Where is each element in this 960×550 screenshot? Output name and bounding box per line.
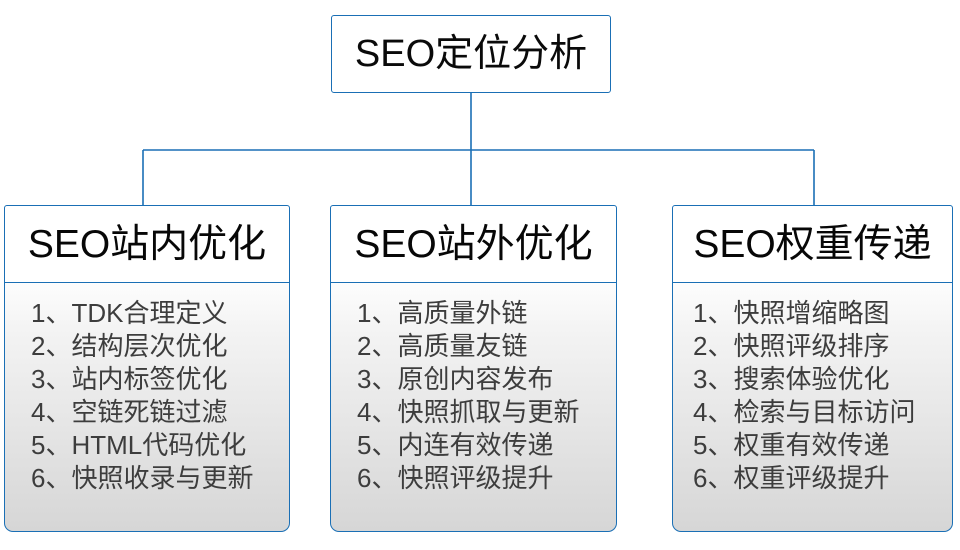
list-item: 3、原创内容发布 bbox=[357, 364, 554, 394]
branch-item-list-0: 1、TDK合理定义 2、结构层次优化 3、站内标签优化 4、空链死链过滤 5、H… bbox=[31, 297, 253, 495]
branch-column-seo-onsite: SEO站内优化 1、TDK合理定义 2、结构层次优化 3、站内标签优化 4、空链… bbox=[4, 205, 290, 532]
branch-header-label-0: SEO站内优化 bbox=[27, 222, 267, 266]
root-node: SEO定位分析 bbox=[331, 15, 611, 93]
branch-body-2: 1、快照增缩略图 2、快照评级排序 3、搜索体验优化 4、检索与目标访问 5、权… bbox=[672, 283, 953, 532]
branch-item-list-2: 1、快照增缩略图 2、快照评级排序 3、搜索体验优化 4、检索与目标访问 5、权… bbox=[693, 297, 915, 495]
list-item: 4、检索与目标访问 bbox=[693, 397, 916, 427]
list-item: 1、TDK合理定义 bbox=[31, 298, 228, 328]
list-item: 1、快照增缩略图 bbox=[693, 298, 890, 328]
list-item: 6、快照收录与更新 bbox=[31, 463, 254, 493]
list-item: 2、快照评级排序 bbox=[693, 331, 890, 361]
list-item: 6、权重评级提升 bbox=[693, 463, 890, 493]
branch-column-seo-weight-transfer: SEO权重传递 1、快照增缩略图 2、快照评级排序 3、搜索体验优化 4、检索与… bbox=[672, 205, 953, 532]
branch-header-label-2: SEO权重传递 bbox=[693, 222, 932, 266]
branch-header-1: SEO站外优化 bbox=[330, 205, 617, 283]
list-item: 4、空链死链过滤 bbox=[31, 397, 228, 427]
list-item: 6、快照评级提升 bbox=[357, 463, 554, 493]
list-item: 2、高质量友链 bbox=[357, 331, 528, 361]
list-item: 5、权重有效传递 bbox=[693, 430, 890, 460]
list-item: 3、搜索体验优化 bbox=[693, 364, 890, 394]
list-item: 1、高质量外链 bbox=[357, 298, 528, 328]
branch-header-label-1: SEO站外优化 bbox=[354, 222, 593, 266]
branch-body-1: 1、高质量外链 2、高质量友链 3、原创内容发布 4、快照抓取与更新 5、内连有… bbox=[330, 283, 617, 532]
list-item: 4、快照抓取与更新 bbox=[357, 397, 580, 427]
list-item: 5、内连有效传递 bbox=[357, 430, 554, 460]
root-node-label: SEO定位分析 bbox=[354, 33, 588, 75]
branch-body-0: 1、TDK合理定义 2、结构层次优化 3、站内标签优化 4、空链死链过滤 5、H… bbox=[4, 283, 290, 532]
branch-header-0: SEO站内优化 bbox=[4, 205, 290, 283]
list-item: 3、站内标签优化 bbox=[31, 364, 228, 394]
branch-item-list-1: 1、高质量外链 2、高质量友链 3、原创内容发布 4、快照抓取与更新 5、内连有… bbox=[357, 297, 579, 495]
list-item: 2、结构层次优化 bbox=[31, 331, 228, 361]
branch-column-seo-offsite: SEO站外优化 1、高质量外链 2、高质量友链 3、原创内容发布 4、快照抓取与… bbox=[330, 205, 617, 532]
list-item: 5、HTML代码优化 bbox=[31, 430, 247, 460]
branch-header-2: SEO权重传递 bbox=[672, 205, 953, 283]
